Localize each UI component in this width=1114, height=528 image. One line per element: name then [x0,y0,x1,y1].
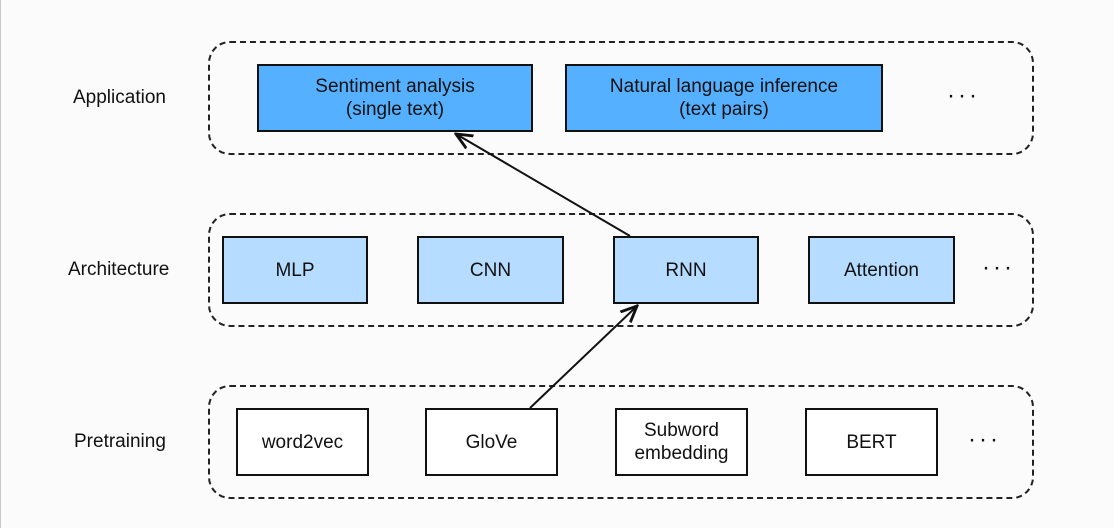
box-line: embedding [634,443,729,464]
arrow-glove-to-rnn [529,306,637,409]
left-border [0,0,1,528]
group-architecture [208,213,1034,327]
box-line: (text pairs) [679,99,769,120]
box-mlp: MLP [222,236,368,304]
row-label-architecture: Architecture [68,259,170,280]
group-application [208,41,1034,155]
box-subword-embedding: Subword embedding [615,408,748,476]
box-rnn: RNN [613,236,759,304]
arrow-rnn-to-sentiment [456,134,631,237]
ellipsis-architecture: ··· [982,254,1015,281]
group-pretraining [208,385,1034,499]
box-bert: BERT [805,408,938,476]
box-glove: GloVe [425,408,558,476]
box-label: BERT [846,431,897,453]
box-line: Sentiment analysis [315,76,475,97]
box-label: RNN [665,259,707,281]
box-sentiment-analysis: Sentiment analysis (single text) [257,64,533,132]
box-line: Subword [644,420,719,441]
box-label: Attention [844,259,919,281]
row-label-pretraining: Pretraining [74,431,166,452]
box-line: Natural language inference [609,76,839,97]
box-label: GloVe [465,431,518,453]
ellipsis-application: ··· [947,82,980,109]
box-attention: Attention [808,236,955,304]
box-word2vec: word2vec [236,408,369,476]
box-cnn: CNN [417,236,564,304]
box-label: CNN [469,259,512,281]
box-line: (single text) [345,99,445,120]
box-label: word2vec [261,431,344,453]
row-label-application: Application [73,87,166,108]
ellipsis-pretraining: ··· [968,426,1001,453]
box-natural-language-inference: Natural language inference (text pairs) [565,64,883,132]
box-label: MLP [275,259,315,281]
